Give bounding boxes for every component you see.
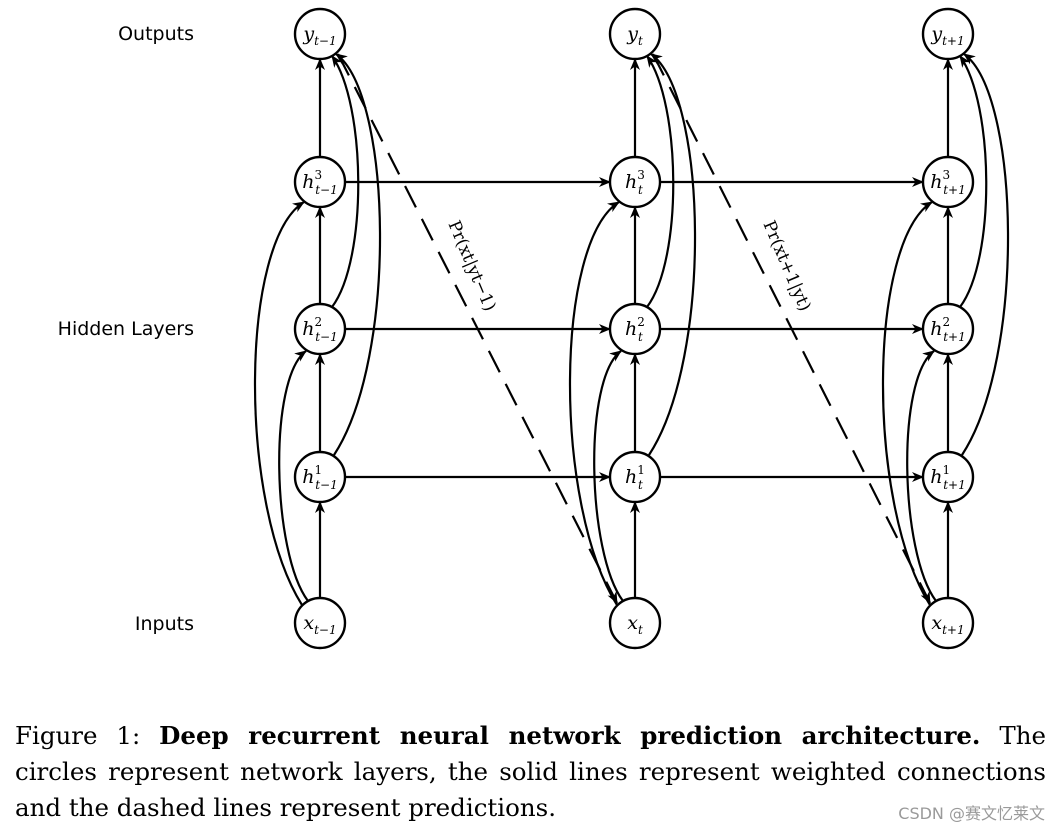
node-circle <box>293 7 347 61</box>
edge-prev-input-to-h3 <box>253 201 305 606</box>
node-prev-input: xt−1 <box>293 596 347 650</box>
node-circle <box>921 596 975 650</box>
node-next-input: xt+1 <box>921 596 975 650</box>
watermark: CSDN @赛文忆莱文 <box>892 800 1045 824</box>
edge-curr-h1-to-output <box>648 53 697 456</box>
node-circle <box>293 596 347 650</box>
node-circle <box>608 155 662 209</box>
prediction-label-prev: Pr(xt|yt−1) <box>444 218 500 315</box>
node-prev-output: yt−1 <box>293 7 347 61</box>
node-circle <box>608 302 662 356</box>
prediction-label-curr: Pr(xt+1|yt) <box>759 218 815 315</box>
node-circle <box>293 302 347 356</box>
node-label: yt−1 <box>302 23 336 48</box>
outputs-row-label: Outputs <box>118 23 194 45</box>
node-circle <box>608 7 662 61</box>
edge-next-input-to-h3 <box>881 201 933 606</box>
node-label: yt <box>626 23 643 48</box>
node-curr-output: yt <box>608 7 662 61</box>
prediction-curr-to-next <box>652 53 931 604</box>
node-label: xt+1 <box>931 612 964 637</box>
node-label: xt−1 <box>303 612 336 637</box>
prediction-prev-to-curr <box>337 53 618 604</box>
edge-curr-input-to-h3 <box>568 201 620 606</box>
node-label: xt <box>627 612 643 637</box>
hidden-layers-row-label: Hidden Layers <box>58 318 194 340</box>
node-circle <box>293 155 347 209</box>
node-circle <box>608 596 662 650</box>
edge-curr-input-to-h2 <box>593 350 624 602</box>
node-circle <box>921 155 975 209</box>
figure-caption: Figure 1: Deep recurrent neural network … <box>15 718 1046 826</box>
node-circle <box>921 7 975 61</box>
edge-prev-h1-to-output <box>333 53 382 456</box>
node-circle <box>921 450 975 504</box>
prediction-lines <box>337 53 931 604</box>
edge-prev-input-to-h2 <box>278 350 309 602</box>
node-circle <box>921 302 975 356</box>
node-curr-input: xt <box>608 596 662 650</box>
edge-next-h2-to-output <box>959 55 988 308</box>
edge-next-input-to-h2 <box>906 350 937 602</box>
node-label: yt+1 <box>930 23 964 48</box>
inputs-row-label: Inputs <box>135 613 194 635</box>
caption-body: The circles represent network layers, th… <box>15 721 1046 822</box>
caption-title: Deep recurrent neural network prediction… <box>159 721 981 750</box>
connections <box>253 53 1010 606</box>
caption-prefix: Figure 1: <box>15 721 160 750</box>
node-circle <box>608 450 662 504</box>
edge-next-h1-to-output <box>961 53 1010 456</box>
node-next-output: yt+1 <box>921 7 975 61</box>
node-circle <box>293 450 347 504</box>
